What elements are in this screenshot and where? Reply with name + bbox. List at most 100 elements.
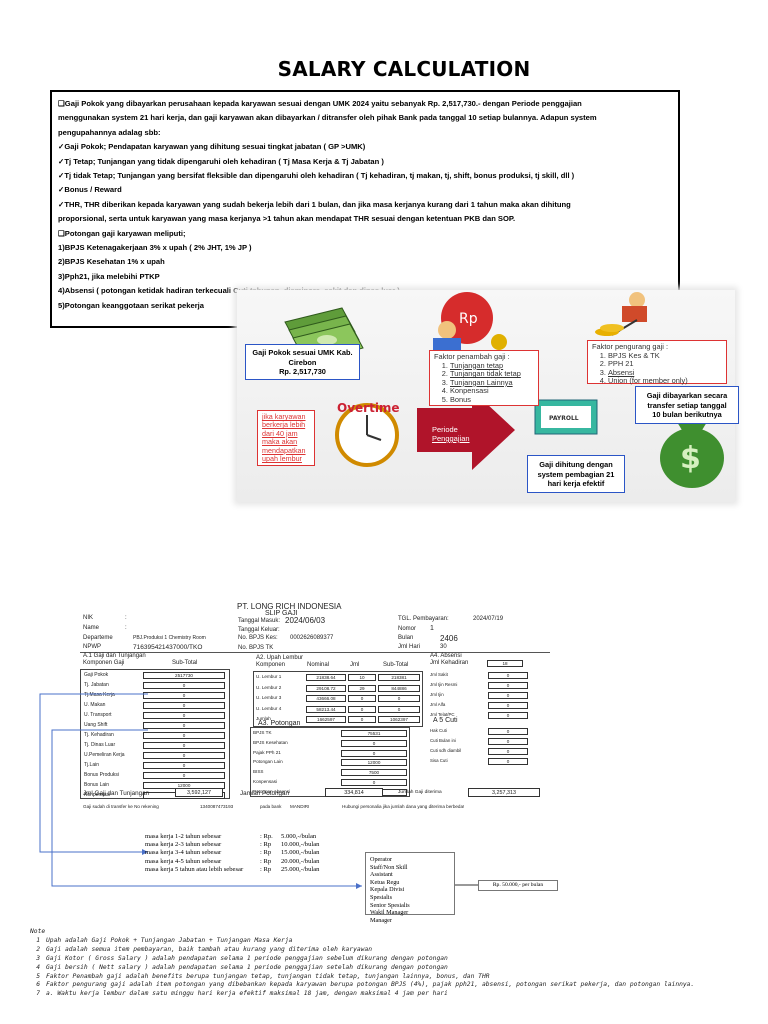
tenure-amount: 20.000,-/bulan — [281, 857, 320, 865]
a3-row-label: BPJS TK — [253, 730, 272, 735]
note-number: 3 — [36, 954, 40, 962]
contact-note: Hubungi personalia jika jumlah dana yang… — [342, 804, 465, 809]
a3-row-value: 0 — [341, 778, 407, 786]
periode-label: Periode Penggajian — [432, 425, 470, 443]
info-line: 5)Potongan keanggotaan serikat pekerja — [58, 300, 205, 310]
a1-row-label: U.Pemeliran Kerja — [84, 752, 125, 758]
a4-row-label: Jml Ijin — [430, 692, 444, 697]
note-number: 6 — [36, 981, 40, 989]
a4-title: A4. Absensi — [430, 653, 462, 659]
a2-header-nominal: Nominal — [307, 662, 330, 668]
a4-row-value: 0 — [488, 692, 528, 699]
page-title: SALARY CALCULATION — [277, 57, 531, 81]
a2-header-jml: Jml — [350, 662, 360, 668]
position-allowance-rate: Rp. 50.000,- per bulan — [478, 880, 558, 891]
note-text: Upah adalah Gaji Pokok + Tunjangan Jabat… — [46, 936, 293, 944]
a1-row-label: U. Makan — [84, 702, 106, 708]
a2-row-nominal: 43666.08 — [306, 695, 346, 702]
a2-row-nominal: 29108.72 — [306, 684, 346, 692]
info-line: ✓THR, THR diberikan kepada karyawan yang… — [58, 199, 571, 209]
overtime-note-box: jika karyawan berkerja lebih dari 40 jam… — [257, 410, 315, 466]
a4-row-value: 0 — [488, 682, 528, 689]
a1-row-label: Gaji Pokok — [84, 672, 109, 678]
info-line: proporsional, serta untuk karyawan yang … — [58, 214, 516, 224]
faktor-pengurang-box: Faktor pengurang gaji : BPJS Kes & TK PP… — [587, 340, 727, 385]
a1-row-label: Bonus Produksi — [84, 772, 120, 778]
a2-row-subtotal: 218381 — [378, 674, 420, 681]
info-line: menggunakan system 21 hari kerja, dan ga… — [58, 113, 597, 123]
a3-title: A3. Potongan — [258, 720, 301, 727]
a3-row-label: Pajak PPh 21 — [253, 749, 281, 755]
note-text: a. Waktu kerja lembur dalam satu minggu … — [46, 990, 448, 998]
a3-row: Pajak PPh 21 0 — [251, 748, 409, 758]
bpjs-tk-label: No. BPJS TK — [238, 645, 274, 651]
info-line: 2)BPJS Kesehatan 1% x upah — [58, 257, 165, 267]
tgl-bayar-value: 2024/07/19 — [473, 616, 504, 622]
info-line: 4)Absensi ( potongan ketidak hadiran ter… — [58, 286, 400, 296]
tenure-rp: : Rp — [260, 849, 272, 857]
a2-row-jml: 0 — [348, 716, 376, 723]
jml-diterima-value: 3,257,313 — [468, 788, 540, 797]
a1-row-value: 0 — [143, 732, 225, 739]
a3-row-value: 75531 — [341, 730, 407, 737]
note-text: Faktor pengurang gaji adalah item potong… — [46, 981, 695, 989]
a3-row-value: 0 — [341, 749, 407, 757]
a2-row-subtotal: 844886 — [378, 684, 420, 692]
faktor-penambah-box: Faktor penambah gaji : Tunjangan tetap T… — [429, 350, 539, 406]
a5-row-label: Sisa Cuti — [430, 758, 448, 763]
nomor-label: Nomor — [398, 626, 417, 632]
note-number: 2 — [36, 945, 40, 953]
a4-row: Jml Ijin 0 — [426, 690, 536, 700]
rekening-number: 1340087473193 — [200, 804, 234, 809]
a5-row-label: Hak Cuti — [430, 728, 447, 733]
a2-row-jml: 0 — [348, 695, 376, 702]
a1-row-label: Bonus Lain — [84, 782, 110, 788]
npwp-label: NPWP — [83, 644, 101, 650]
info-line: pengupahannya adalag sbb: — [58, 127, 161, 137]
svg-text:Rp: Rp — [459, 311, 478, 327]
jml-gaji-label: Jml Gaji dan Tunjangan — [83, 790, 150, 797]
a1-row-value: 0 — [143, 722, 225, 729]
a1-row: Uang Shift 0 — [81, 720, 229, 730]
a1-title: A.1 Gaji dan Tunjangan — [83, 653, 146, 659]
tenure-rp: : Rp — [260, 841, 272, 849]
jml-potongan-value: 334,814 — [325, 788, 383, 797]
a2-row-label: Jumlah — [256, 716, 271, 721]
bulan-value: 2406 — [440, 634, 458, 643]
a2-row-nominal: 58213.44 — [306, 705, 346, 713]
a2-row-nominal: 21838.64 — [306, 674, 346, 681]
a2-row-nominal: 1662597 — [306, 716, 346, 723]
diagram-illustrations: Rp Overtime PAYROLL — [284, 292, 724, 488]
note-number: 7 — [36, 990, 40, 998]
tenure-amount: 15.000,-/bulan — [281, 849, 320, 857]
note-text: Gaji bersih ( Nett salary ) adalah penda… — [46, 963, 448, 971]
a1-row-label: Uang Shift — [84, 722, 108, 728]
a2-row-subtotal: 0 — [378, 705, 420, 713]
slip-title: SLIP GAJI — [265, 610, 298, 617]
nomor-value: 1 — [430, 625, 434, 632]
a2-row-subtotal: 0 — [378, 695, 420, 702]
a5-title: A 5 Cuti — [433, 717, 458, 724]
a1-row-label: Tj. Dinas Luar — [84, 742, 116, 748]
salary-flow-diagram: Rp Overtime PAYROLL — [237, 290, 739, 502]
coin-puller-icon — [595, 292, 647, 336]
money-bag-man-icon: Rp — [433, 292, 507, 356]
a5-row-value: 0 — [488, 738, 528, 745]
umk-callout: Gaji Pokok sesuai UMK Kab. Cirebon Rp. 2… — [245, 344, 360, 380]
tenure-label: masa kerja 3-4 tahun sebesar — [145, 849, 222, 857]
